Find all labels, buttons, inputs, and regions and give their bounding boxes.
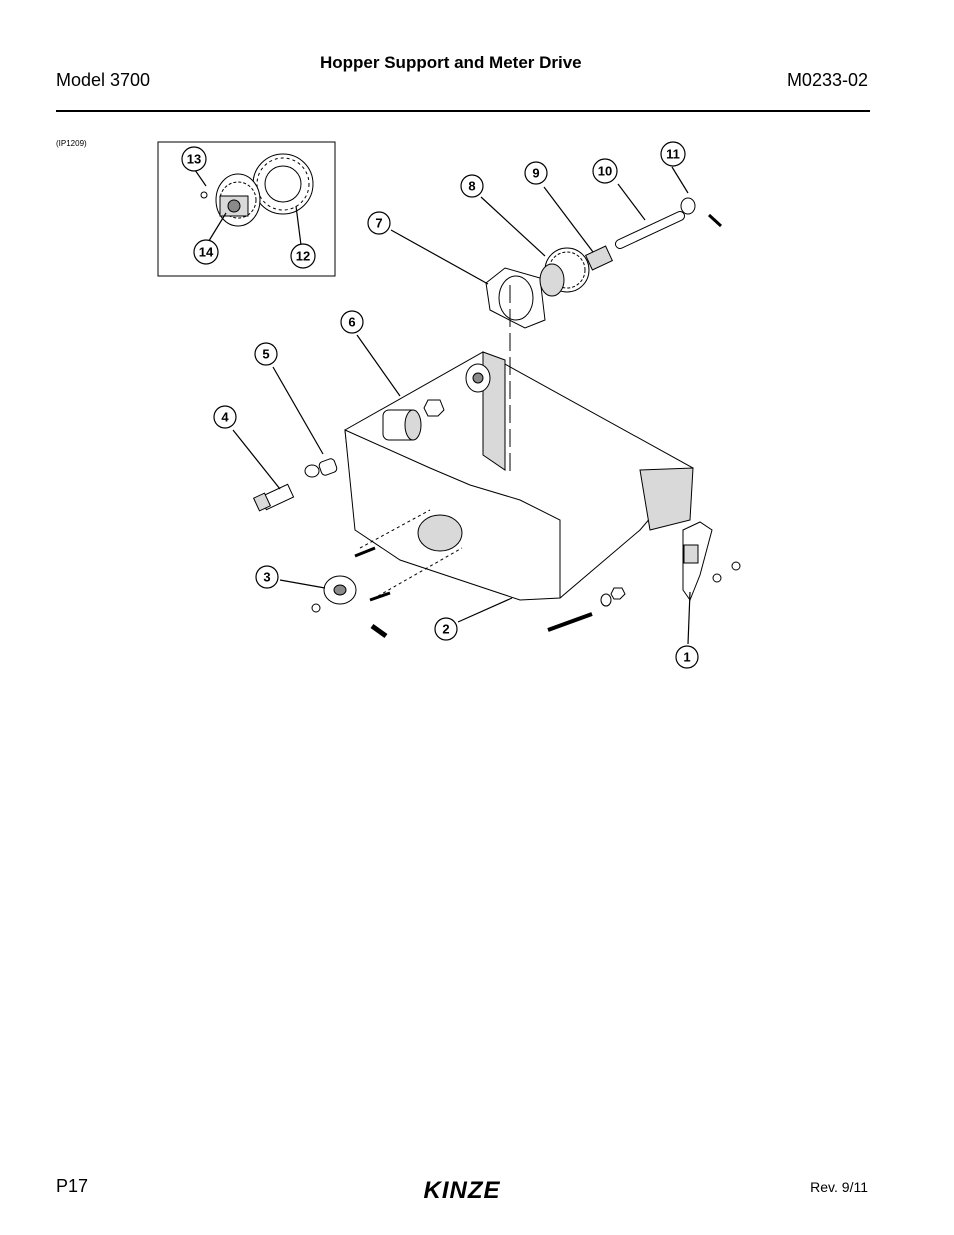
callout-11: 11 bbox=[660, 141, 686, 167]
carriage-bolt-icon bbox=[354, 546, 376, 558]
meter-cover-plate-icon bbox=[485, 267, 546, 329]
drive-sprocket-icon bbox=[539, 247, 590, 297]
callout-3: 3 bbox=[255, 565, 279, 589]
inset-bolt-icon bbox=[200, 191, 208, 199]
page-title: Hopper Support and Meter Drive bbox=[320, 53, 582, 72]
washer-icon bbox=[680, 197, 696, 215]
screw-icon bbox=[712, 573, 722, 583]
callout-10: 10 bbox=[592, 158, 618, 184]
flat-washer-icon bbox=[304, 464, 320, 478]
svg-text:9: 9 bbox=[532, 166, 539, 181]
drive-shaft-icon bbox=[615, 211, 685, 249]
svg-text:3: 3 bbox=[263, 570, 270, 585]
hub-bearing-icon bbox=[465, 363, 491, 393]
spring-icon bbox=[584, 245, 614, 271]
callout-2: 2 bbox=[434, 617, 458, 641]
svg-text:1: 1 bbox=[683, 650, 690, 665]
svg-text:11: 11 bbox=[666, 147, 680, 162]
svg-text:4: 4 bbox=[221, 410, 229, 425]
washer-icon-2 bbox=[600, 593, 612, 607]
alignment-line-3 bbox=[377, 547, 463, 597]
alignment-line-2 bbox=[359, 509, 431, 549]
callout-13: 13 bbox=[181, 146, 207, 172]
lock-nut-icon bbox=[610, 587, 626, 600]
inset-hub-icon bbox=[215, 173, 261, 227]
callout-1: 1 bbox=[675, 645, 699, 669]
svg-text:14: 14 bbox=[199, 245, 214, 260]
nut-icon bbox=[423, 399, 445, 417]
document-number: M0233-02 bbox=[786, 70, 868, 90]
svg-text:7: 7 bbox=[375, 216, 382, 231]
callout-4: 4 bbox=[213, 405, 237, 429]
pin-icon bbox=[370, 623, 388, 639]
knob-icon bbox=[323, 575, 357, 605]
leader-lines bbox=[194, 166, 691, 645]
svg-text:10: 10 bbox=[598, 164, 612, 179]
svg-text:6: 6 bbox=[348, 315, 355, 330]
model-label: Model 3700 bbox=[56, 70, 151, 90]
hex-bolt-icon bbox=[252, 483, 295, 512]
callout-6: 6 bbox=[340, 310, 364, 334]
hopper-support-frame bbox=[344, 351, 694, 601]
callout-14: 14 bbox=[193, 239, 219, 265]
callout-5: 5 bbox=[254, 342, 278, 366]
callout-9: 9 bbox=[524, 161, 548, 185]
svg-text:8: 8 bbox=[468, 179, 475, 194]
kinze-logo: KINZE bbox=[424, 1177, 501, 1204]
callout-7: 7 bbox=[367, 211, 391, 235]
figure-id: (IP1209) bbox=[56, 139, 87, 148]
svg-text:2: 2 bbox=[442, 622, 449, 637]
header-divider bbox=[56, 110, 870, 112]
revision-label: Rev. 9/11 bbox=[810, 1179, 868, 1195]
callout-8: 8 bbox=[460, 174, 484, 198]
svg-text:5: 5 bbox=[262, 347, 269, 362]
svg-text:12: 12 bbox=[296, 249, 310, 264]
long-bolt-icon bbox=[547, 612, 593, 632]
inset-sprocket-icon bbox=[252, 153, 314, 215]
latch-icon bbox=[682, 521, 713, 602]
carriage-bolt-icon-2 bbox=[369, 591, 391, 602]
bushing-icon bbox=[382, 409, 422, 441]
roll-pin-icon bbox=[707, 213, 723, 228]
spacer-icon bbox=[318, 458, 338, 476]
svg-text:KINZE: KINZE bbox=[424, 1177, 501, 1204]
page-number: P17 bbox=[56, 1176, 89, 1196]
callout-12: 12 bbox=[290, 243, 316, 269]
lock-washer-icon bbox=[311, 603, 321, 613]
svg-text:13: 13 bbox=[187, 152, 201, 167]
screw-icon-2 bbox=[731, 561, 741, 571]
